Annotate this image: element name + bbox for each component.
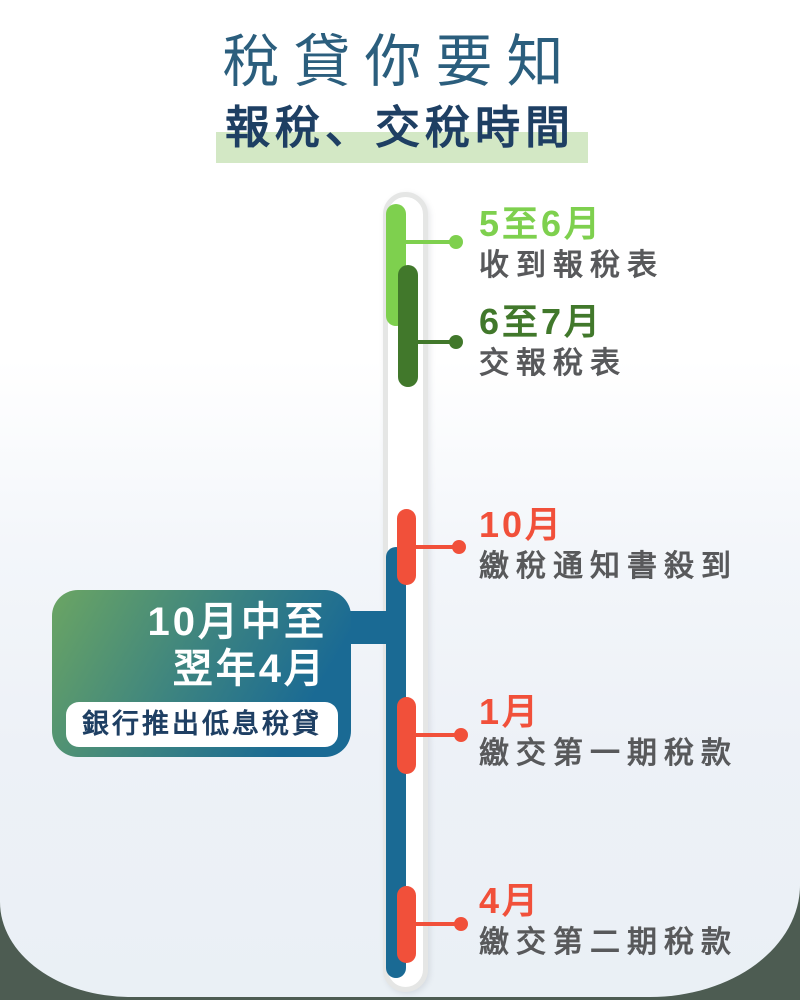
tax-loan-callout: 10月中至 翌年4月 銀行推出低息稅貸 bbox=[52, 590, 351, 757]
event-month: 4月 bbox=[479, 880, 542, 921]
connector-line-may-jun bbox=[403, 240, 453, 244]
event-description: 繳交第一期稅款 bbox=[479, 737, 738, 770]
subtitle-highlight-bar bbox=[216, 132, 588, 163]
event-first-installment: 1月 繳交第一期稅款 bbox=[479, 692, 738, 771]
connector-line-oct bbox=[414, 545, 458, 549]
event-description: 繳交第二期稅款 bbox=[479, 926, 738, 959]
connector-dot-jun-jul bbox=[449, 335, 463, 349]
segment-file-tax-return bbox=[398, 265, 418, 387]
segment-first-installment bbox=[397, 697, 416, 774]
event-month: 10月 bbox=[479, 504, 565, 545]
page-title: 稅貸你要知 bbox=[222, 30, 578, 94]
tax-loan-badge: 銀行推出低息稅貸 bbox=[66, 702, 338, 747]
event-description: 收到報稅表 bbox=[479, 249, 664, 282]
connector-line-jun-jul bbox=[416, 340, 453, 344]
event-month: 1月 bbox=[479, 691, 542, 732]
connector-dot-jan bbox=[454, 728, 468, 742]
connector-dot-oct bbox=[452, 540, 466, 554]
connector-line-apr bbox=[413, 922, 459, 926]
event-description: 交報稅表 bbox=[479, 347, 627, 380]
event-receive-tax-return: 5至6月 收到報稅表 bbox=[479, 204, 664, 283]
callout-period-line2: 翌年4月 bbox=[172, 647, 327, 691]
event-description: 繳稅通知書殺到 bbox=[479, 550, 738, 583]
segment-second-installment bbox=[397, 886, 416, 963]
connector-dot-apr bbox=[454, 917, 468, 931]
event-month: 6至7月 bbox=[479, 301, 604, 342]
event-file-tax-return: 6至7月 交報稅表 bbox=[479, 302, 627, 381]
connector-dot-may-jun bbox=[449, 235, 463, 249]
event-month: 5至6月 bbox=[479, 203, 604, 244]
page-subtitle: 報稅、交稅時間 bbox=[224, 102, 575, 153]
event-second-installment: 4月 繳交第二期稅款 bbox=[479, 881, 738, 960]
callout-period-line1: 10月中至 bbox=[147, 600, 327, 644]
segment-tax-notice bbox=[397, 509, 416, 585]
event-tax-notice: 10月 繳稅通知書殺到 bbox=[479, 505, 738, 584]
tax-loan-period-bar bbox=[386, 547, 406, 978]
connector-line-jan bbox=[413, 733, 459, 737]
